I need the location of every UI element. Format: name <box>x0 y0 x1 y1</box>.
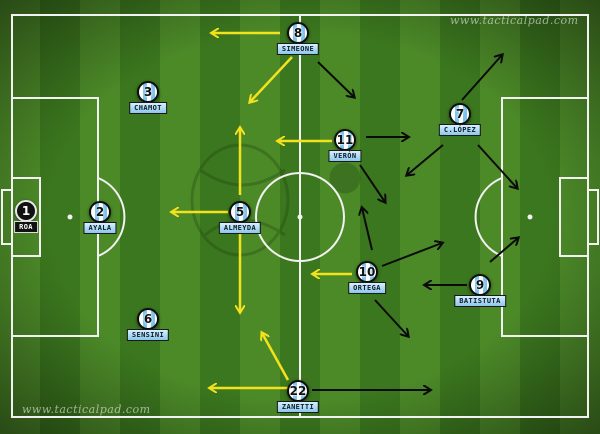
arrow <box>477 144 517 188</box>
player-name: AYALA <box>83 222 117 234</box>
player-disc: 5 <box>229 201 251 223</box>
player-number: 5 <box>235 205 245 219</box>
arrow <box>362 208 373 251</box>
player-disc: 6 <box>137 308 159 330</box>
player-number: 2 <box>95 205 105 219</box>
arrow <box>374 299 408 336</box>
pitch-spots <box>67 214 533 220</box>
player-name: ALMEYDA <box>218 222 262 234</box>
arrow <box>461 55 502 101</box>
player-disc: 22 <box>287 380 309 402</box>
player-number: 7 <box>455 107 465 121</box>
player-disc: 7 <box>449 103 471 125</box>
player-number: 11 <box>336 133 354 147</box>
arrow <box>359 164 385 202</box>
player-name: ROA <box>14 221 38 233</box>
player-disc: 10 <box>356 261 378 283</box>
player-number: 9 <box>475 278 485 292</box>
arrow <box>407 144 444 175</box>
watermark-top: www.tacticalpad.com <box>450 14 579 27</box>
player-disc: 8 <box>287 22 309 44</box>
player-disc: 3 <box>137 81 159 103</box>
player-disc: 11 <box>334 129 356 151</box>
player-name: ZANETTI <box>276 401 320 413</box>
player-disc: 9 <box>469 274 491 296</box>
arrow <box>381 243 442 267</box>
player-number: 6 <box>143 312 153 326</box>
player-name: C.LÓPEZ <box>438 124 482 136</box>
arrow <box>250 56 293 102</box>
player-name: ORTEGA <box>348 282 386 294</box>
player-disc: 1 <box>15 200 37 222</box>
player-name: BATISTUTA <box>454 295 506 307</box>
black-movement-arrows <box>312 55 518 390</box>
player-number: 1 <box>21 204 31 218</box>
player-name: VERÓN <box>328 150 362 162</box>
pitch-lines <box>1 14 599 418</box>
player-name: CHAMOT <box>129 102 167 114</box>
watermark-bottom: www.tacticalpad.com <box>22 403 151 416</box>
player-number: 10 <box>358 265 376 279</box>
player-number: 3 <box>143 85 153 99</box>
arrow <box>262 333 290 381</box>
player-disc: 2 <box>89 201 111 223</box>
yellow-movement-arrows <box>172 33 352 388</box>
player-number: 8 <box>293 26 303 40</box>
player-number: 22 <box>289 384 307 398</box>
arrow <box>317 61 354 97</box>
arrow <box>489 238 518 263</box>
player-name: SENSINI <box>126 329 170 341</box>
player-name: SIMEONE <box>276 43 320 55</box>
